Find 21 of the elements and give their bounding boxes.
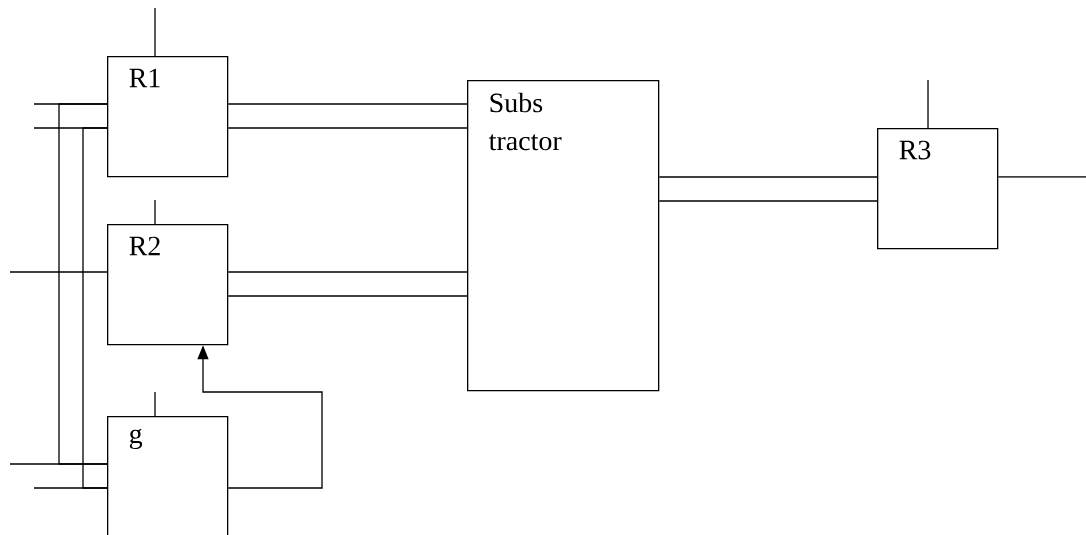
connector-line <box>33 487 108 489</box>
block-box: R1 <box>107 56 229 178</box>
connector-line <box>658 176 878 178</box>
connector-line <box>33 103 108 105</box>
connector-line <box>154 391 156 417</box>
block-box: g <box>107 416 229 535</box>
connector-line <box>9 463 108 465</box>
block-box: R2 <box>107 224 229 346</box>
connector-line <box>658 200 878 202</box>
connector-line <box>227 127 468 129</box>
connector-line <box>227 103 468 105</box>
connector-line <box>9 271 108 273</box>
connector-line <box>997 176 1086 178</box>
connector-line <box>227 271 468 273</box>
connector-line <box>927 79 929 129</box>
block-box: Subs tractor <box>467 80 660 392</box>
connector-line <box>154 7 156 57</box>
connector-line <box>227 295 468 297</box>
connector-line <box>154 199 156 225</box>
connector-line <box>33 127 108 129</box>
block-box: R3 <box>877 128 999 250</box>
